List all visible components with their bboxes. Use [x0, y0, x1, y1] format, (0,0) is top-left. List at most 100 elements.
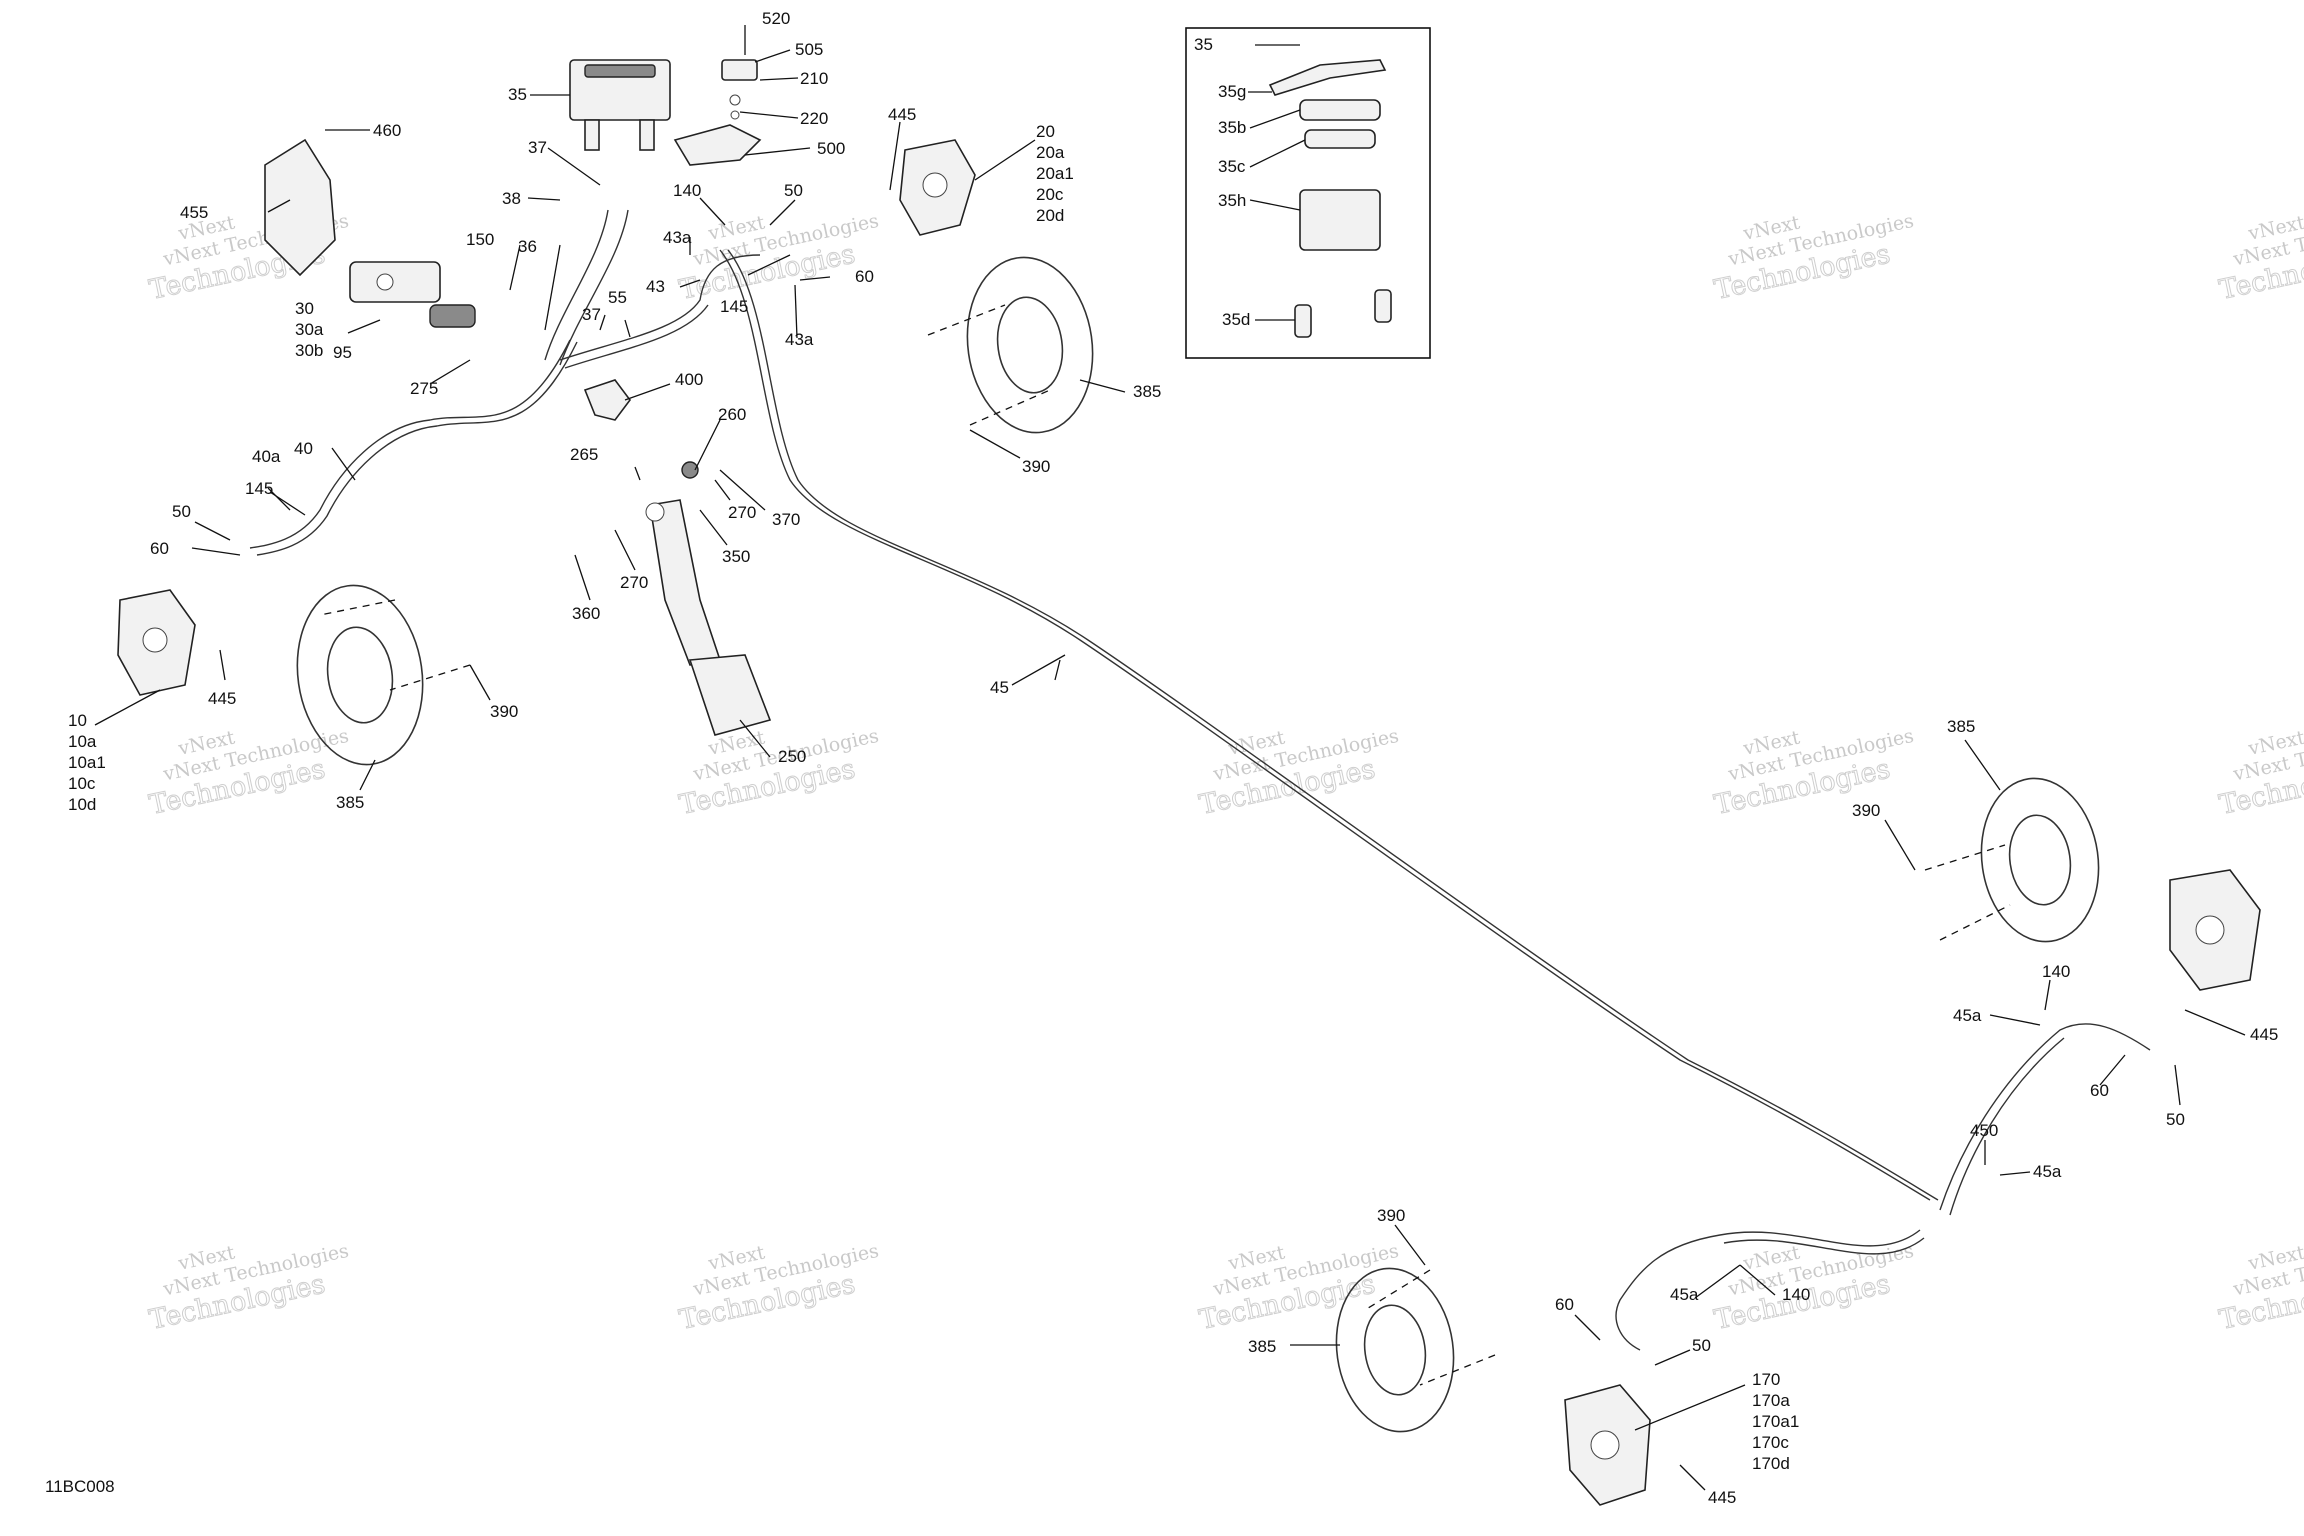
rotor-rear-right [1980, 777, 2100, 943]
callout-label: 10c [68, 774, 96, 793]
watermark: vNext vNext Technologies Technologies [146, 725, 350, 822]
callout-label: 385 [1248, 1337, 1276, 1356]
callout-label: 270 [728, 503, 756, 522]
callout-label: 55 [608, 288, 627, 307]
diaphragm-35c [1304, 129, 1376, 149]
callout-label: 275 [410, 379, 438, 398]
callout-label: 43a [663, 228, 692, 247]
callout-label: 60 [2090, 1081, 2109, 1100]
callout-label: 170a1 [1752, 1412, 1799, 1431]
callout-label: 140 [673, 181, 701, 200]
callout-label: 145 [720, 297, 748, 316]
brake-line-45-parallel [727, 249, 1939, 1201]
callout-label: 20a1 [1036, 164, 1074, 183]
callout-label: 370 [772, 510, 800, 529]
callout-label: 140 [1782, 1285, 1810, 1304]
caliper-piston [2195, 915, 2225, 945]
callout-label: 390 [490, 702, 518, 721]
callout-label: 30 [295, 299, 314, 318]
rotor-rear-left [1335, 1267, 1455, 1433]
callout-label: 270 [620, 573, 648, 592]
callout-label: 145 [245, 479, 273, 498]
callout-label: 445 [208, 689, 236, 708]
callout-label: 505 [795, 40, 823, 59]
diagram-code: 11BC008 [45, 1477, 115, 1496]
callout-label: 220 [800, 109, 828, 128]
watermark: vNext vNext Technologies Technologies [2216, 210, 2304, 307]
callout-label: 20 [1036, 122, 1055, 141]
callout-label: 150 [466, 230, 494, 249]
callout-label: 210 [800, 69, 828, 88]
clamp-35d [1294, 304, 1312, 338]
callout-label: 50 [172, 502, 191, 521]
reservoir-cap [584, 64, 656, 78]
brake-line-43 [559, 254, 761, 369]
callout-label: 36 [518, 237, 537, 256]
caliper-piston [142, 627, 168, 653]
callout-labels: 520 505 210 220 500 35 460 455 37 38 140… [68, 9, 2278, 1507]
callout-label: 20d [1036, 206, 1064, 225]
callout-label: 50 [784, 181, 803, 200]
callout-label: 265 [570, 445, 598, 464]
bracket-plate [673, 124, 762, 166]
caliper-piston [1590, 1430, 1620, 1460]
callout-label: 385 [336, 793, 364, 812]
callout-label: 170a [1752, 1391, 1790, 1410]
callout-label: 37 [528, 138, 547, 157]
callout-label: 60 [1555, 1295, 1574, 1314]
callout-label: 520 [762, 9, 790, 28]
rotor-front-right [966, 256, 1094, 434]
callout-label: 20c [1036, 185, 1064, 204]
callout-label: 10a1 [68, 753, 106, 772]
bracket-500 [673, 59, 762, 166]
callout-label: 390 [1022, 457, 1050, 476]
brake-pedal-250 [645, 461, 772, 736]
callout-label: 35g [1218, 82, 1246, 101]
callout-label: 140 [2042, 962, 2070, 981]
callout-label: 455 [180, 203, 208, 222]
callout-label: 450 [1970, 1121, 1998, 1140]
pedal-pivot [645, 502, 665, 522]
callout-label: 43a [785, 330, 814, 349]
cylinder-body [349, 261, 441, 303]
callout-label: 445 [1708, 1488, 1736, 1507]
callout-label: 60 [150, 539, 169, 558]
callout-label: 50 [2166, 1110, 2185, 1129]
cap-35b [1299, 99, 1381, 121]
callout-label: 390 [1852, 801, 1880, 820]
callout-label: 10a [68, 732, 97, 751]
callout-label: 35 [508, 85, 527, 104]
spring-260 [681, 461, 699, 479]
watermark: vNext vNext Technologies Technologies [1196, 725, 1400, 822]
callout-label: 35d [1222, 310, 1250, 329]
reservoir-35h [1299, 189, 1381, 251]
master-cylinder-30 [349, 261, 476, 328]
callout-label: 45a [1953, 1006, 1982, 1025]
callout-label: 37 [582, 305, 601, 324]
switch-body [583, 379, 631, 421]
callout-label: 460 [373, 121, 401, 140]
callout-label: 10 [68, 711, 87, 730]
clip-505 [721, 59, 758, 81]
callout-label: 250 [778, 747, 806, 766]
inset-reservoir-detail: 35 [1185, 27, 1431, 359]
brake-line-45 [719, 249, 1931, 1201]
callout-label: 38 [502, 189, 521, 208]
callout-label: 260 [718, 405, 746, 424]
callout-label: 385 [1133, 382, 1161, 401]
caliper-rear-right [2169, 869, 2261, 991]
callout-label: 35b [1218, 118, 1246, 137]
callout-label: 445 [888, 105, 916, 124]
callout-label: 360 [572, 604, 600, 623]
callout-label: 10d [68, 795, 96, 814]
callout-label: 445 [2250, 1025, 2278, 1044]
watermark: vNext vNext Technologies Technologies [1711, 1240, 1915, 1337]
watermark: vNext vNext Technologies Technologies [2216, 1240, 2304, 1337]
callout-label: 43 [646, 277, 665, 296]
callout-label: 400 [675, 370, 703, 389]
watermark: vNext vNext Technologies Technologies [676, 210, 880, 307]
master-cylinder-reservoir [569, 59, 671, 151]
brake-line-36 [544, 209, 629, 366]
caliper-front-right-20 [899, 139, 976, 236]
switch-400 [583, 379, 631, 421]
